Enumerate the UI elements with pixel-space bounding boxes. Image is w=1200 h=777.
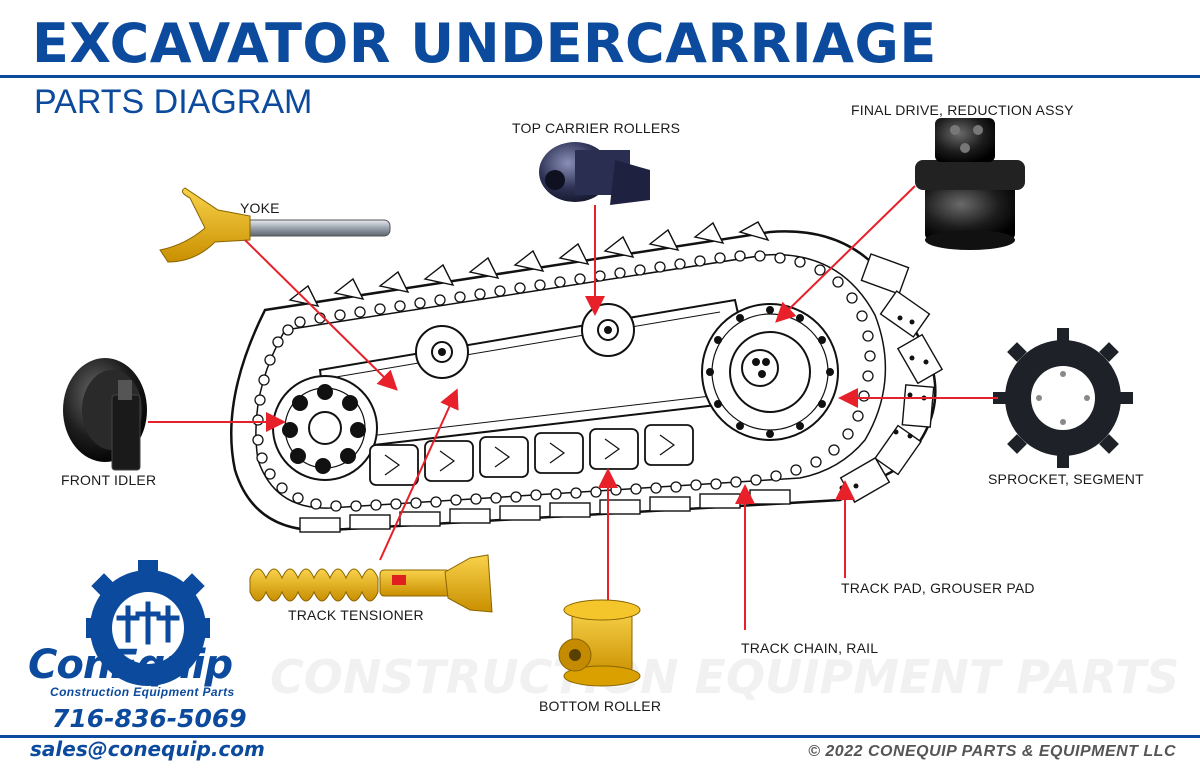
- track-pads-side: [839, 253, 944, 504]
- header-divider: [0, 75, 1200, 78]
- contact-phone[interactable]: 716-836-5069: [52, 704, 247, 733]
- sprocket-image: [993, 328, 1133, 468]
- arrow-yoke: [244, 239, 398, 391]
- carrier-roller-1: [415, 325, 469, 379]
- pointer-arrows: [148, 185, 998, 630]
- arrow-final-drive: [775, 185, 916, 323]
- label-yoke: YOKE: [240, 200, 280, 216]
- track-tensioner-image: [249, 554, 493, 613]
- drive-sprocket-wheel: [701, 303, 839, 441]
- watermark-text: CONSTRUCTION EQUIPMENT PARTS: [270, 650, 1180, 704]
- top-carrier-roller-image: [539, 142, 650, 205]
- label-final-drive: FINAL DRIVE, REDUCTION ASSY: [851, 102, 1074, 118]
- final-drive-image: [915, 118, 1025, 250]
- track-chain-links: [252, 250, 876, 512]
- bottom-rollers: [369, 424, 694, 486]
- label-track-pad: TRACK PAD, GROUSER PAD: [841, 580, 1035, 596]
- front-idler-image: [63, 358, 147, 471]
- label-track-chain: TRACK CHAIN, RAIL: [741, 640, 879, 656]
- front-idler-wheel: [272, 375, 378, 481]
- logo-wordmark: ConEquip: [28, 642, 233, 688]
- contact-email[interactable]: sales@conequip.com: [30, 737, 265, 761]
- footer-divider: [0, 735, 1200, 738]
- page-title: EXCAVATOR UNDERCARRIAGE: [32, 12, 937, 75]
- bottom-roller-image: [558, 599, 641, 687]
- logo-tagline: Construction Equipment Parts: [50, 685, 235, 699]
- yoke-part-image: [159, 187, 391, 263]
- arrow-track-tensioner: [379, 388, 459, 561]
- label-sprocket: SPROCKET, SEGMENT: [988, 471, 1144, 487]
- label-top-carrier-rollers: TOP CARRIER ROLLERS: [512, 120, 681, 136]
- carrier-roller-2: [581, 303, 635, 357]
- track-grousers-bottom: [299, 489, 791, 533]
- label-front-idler: FRONT IDLER: [61, 472, 157, 488]
- page-subtitle: PARTS DIAGRAM: [34, 83, 313, 121]
- label-bottom-roller: BOTTOM ROLLER: [539, 698, 662, 714]
- copyright-notice: © 2022 CONEQUIP PARTS & EQUIPMENT LLC: [808, 743, 1176, 760]
- label-track-tensioner: TRACK TENSIONER: [288, 607, 424, 623]
- logo-gear-icon: [86, 560, 210, 686]
- track-grousers-top: [288, 221, 770, 307]
